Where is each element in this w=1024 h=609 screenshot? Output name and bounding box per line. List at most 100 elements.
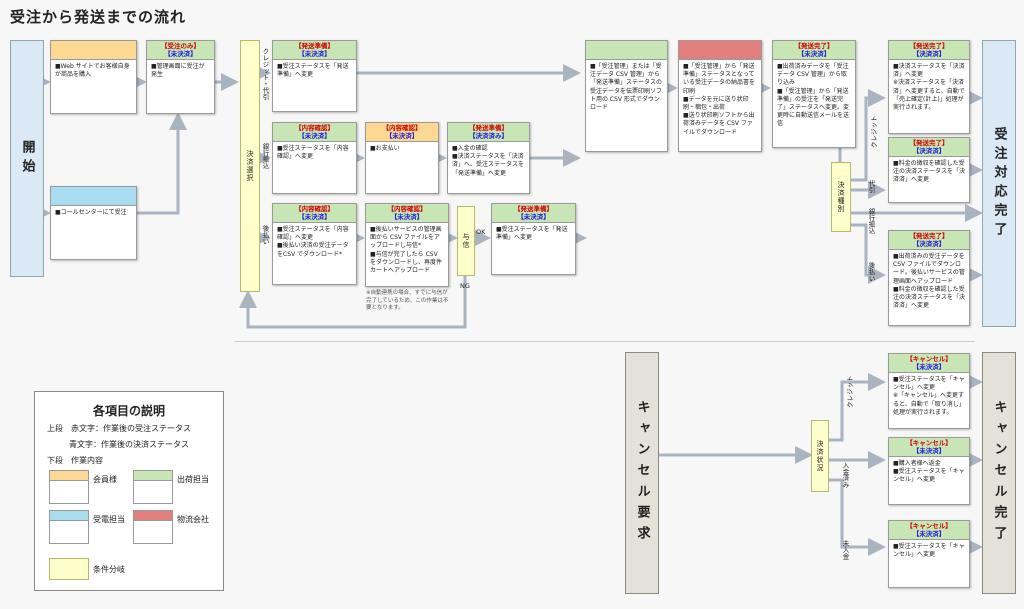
legend-logistics: 物流会社 bbox=[177, 515, 209, 524]
branch-label-credit-cod: クレジット・代引 bbox=[261, 48, 269, 100]
row3-upload-head: 【内容確認】【未決済】 bbox=[366, 204, 448, 223]
row2-confirm-body: ■受注ステータスを「内容確認」へ変更 bbox=[277, 145, 349, 161]
branch-label-postpay2: 後払い bbox=[867, 262, 875, 282]
end-credit-status: 【発送完了】 bbox=[909, 42, 949, 50]
page-title: 受注から発送までの流れ bbox=[10, 8, 187, 26]
row2-settled-head: 【発送準備】【決済済み】 bbox=[448, 123, 529, 142]
payment-type-condition: 決済種別 bbox=[831, 162, 851, 232]
end-postpay-box: 【発送完了】【決済済】 ■出荷済みの受注データを CSV ファイルでダウンロード… bbox=[888, 230, 970, 326]
legend-branch: 条件分岐 bbox=[93, 565, 125, 574]
credit-check-label: 与信 bbox=[462, 233, 470, 249]
branch-label-ok: OK bbox=[476, 228, 486, 236]
start-panel: 開始 bbox=[10, 40, 44, 277]
cancel-done-panel: キャンセル完了 bbox=[982, 352, 1016, 594]
cancel-unpaid-body: ■受注ステータスを「キャンセル」へ変更 bbox=[893, 543, 965, 559]
cancel-unpaid-status: 【キャンセル】 bbox=[906, 522, 952, 530]
manage-head bbox=[586, 41, 667, 60]
legend-swatch-shipping bbox=[133, 470, 173, 504]
row3-upload-payment: 【未決済】 bbox=[390, 213, 424, 221]
cancel-done-label: キャンセル完了 bbox=[991, 399, 1007, 547]
web-order-box: ■Web サイトでお客様自身が商品を購入 bbox=[50, 40, 137, 114]
order-only-box: 【受注のみ】【未決済】 ■管理画面に受注が発生 bbox=[146, 40, 215, 114]
cancel-credit-payment: 【未決済】 bbox=[912, 363, 946, 371]
row3-upload-status: 【内容確認】 bbox=[387, 205, 427, 213]
legend-member: 会員様 bbox=[93, 475, 117, 484]
payment-status-label: 決済状況 bbox=[816, 440, 824, 472]
branch-label-credit: クレジット bbox=[870, 115, 878, 149]
call-center-body: ■コールセンターにて受注 bbox=[55, 209, 127, 216]
end-cod-body: ■料金の徴収を確認した受注の決済ステータスを「決済済」へ変更 bbox=[893, 160, 966, 184]
logistics-box: ■「受注管理」から「発送準備」ステータスとなっている受注データの納品書を印刷 ■… bbox=[678, 40, 762, 152]
end-credit-body: ■決済ステータスを「決済済」へ変更 ※決済ステータスを「決済済」へ変更すると、自… bbox=[893, 63, 965, 112]
cancel-unpaid-box: 【キャンセル】【未決済】 ■受注ステータスを「キャンセル」へ変更 bbox=[888, 520, 970, 588]
payment-select-label: 決済選択 bbox=[246, 150, 254, 182]
end-panel: 受注対応完了 bbox=[982, 40, 1016, 327]
logistics-body: ■「受注管理」から「発送準備」ステータスとなっている受注データの納品書を印刷 ■… bbox=[683, 63, 756, 136]
row1-ship-head: 【発送準備】【未決済】 bbox=[273, 41, 356, 60]
row3-upload-body: ■後払いサービスの管理画面から CSV ファイルをアップロードし与信* ■与信が… bbox=[370, 226, 443, 275]
ship-done-payment: 【未決済】 bbox=[797, 50, 831, 58]
end-credit-box: 【発送完了】【決済済】 ■決済ステータスを「決済済」へ変更 ※決済ステータスを「… bbox=[888, 40, 970, 134]
cancel-paid-status: 【キャンセル】 bbox=[906, 439, 952, 447]
row2-confirm-status: 【内容確認】 bbox=[295, 124, 334, 132]
auto-link-note: ※自動連携の場合、すでに与信が完了しているため、この作業は不要となります。 bbox=[366, 290, 449, 311]
legend-phone: 受電担当 bbox=[93, 515, 125, 524]
cancel-label-unpaid: 未入金 bbox=[841, 540, 849, 560]
cancel-paid-box: 【キャンセル】【未決済】 ■購入者様へ返金 ■受注ステータスを「キャンセル」へ変… bbox=[888, 437, 970, 505]
legend-swatch-branch bbox=[49, 558, 89, 580]
legend-upper2: 青文字：作業後の決済ステータス bbox=[69, 440, 189, 449]
end-postpay-payment: 【決済済】 bbox=[912, 240, 946, 248]
credit-check-condition: 与信 bbox=[457, 206, 475, 276]
cancel-label-paid: 入金済み bbox=[841, 462, 849, 488]
logistics-head bbox=[679, 41, 761, 60]
ship-done-box: 【発送完了】【未決済】 ■出荷済みデータを「受注データ CSV 管理」から取り込… bbox=[772, 40, 856, 148]
ship-done-head: 【発送完了】【未決済】 bbox=[773, 41, 855, 60]
row3-upload-box: 【内容確認】【未決済】 ■後払いサービスの管理画面から CSV ファイルをアップ… bbox=[365, 203, 449, 287]
end-cod-head: 【発送完了】【決済済】 bbox=[889, 138, 969, 157]
row3-ship-box: 【発送準備】【未決済】 ■受注ステータスを「発送準備」へ変更 bbox=[491, 203, 576, 275]
end-postpay-status: 【発送完了】 bbox=[909, 232, 949, 240]
manage-body: ■「受注管理」または「受注データ CSV 管理」から「発送準備」ステータスの受注… bbox=[590, 63, 663, 112]
row2-settled-body: ■入金の確認 ■決済ステータスを「決済済」へ、受注ステータスを「発送準備」へ変更 bbox=[452, 145, 525, 177]
cancel-credit-head: 【キャンセル】【未決済】 bbox=[889, 354, 969, 373]
call-center-head bbox=[51, 187, 136, 206]
row3-confirm-status: 【内容確認】 bbox=[295, 205, 334, 213]
legend-swatch-member bbox=[49, 470, 89, 504]
order-only-status: 【受注のみ】 bbox=[161, 42, 200, 50]
cancel-credit-body: ■受注ステータスを「キャンセル」へ変更 ※「キャンセル」へ変更すると、自動で「取… bbox=[893, 376, 965, 416]
ship-done-body: ■出荷済みデータを「受注データ CSV 管理」から取り込み ■「受注管理」から「… bbox=[777, 63, 850, 128]
row2-settled-box: 【発送準備】【決済済み】 ■入金の確認 ■決済ステータスを「決済済」へ、受注ステ… bbox=[447, 122, 530, 194]
end-cod-box: 【発送完了】【決済済】 ■料金の徴収を確認した受注の決済ステータスを「決済済」へ… bbox=[888, 137, 970, 203]
legend-upper: 上段 赤文字：作業後の受注ステータス bbox=[47, 424, 191, 433]
web-order-head bbox=[51, 41, 136, 60]
branch-label-ng: NG bbox=[460, 282, 470, 290]
cancel-unpaid-payment: 【未決済】 bbox=[912, 530, 946, 538]
row1-ship-status: 【発送準備】 bbox=[295, 42, 334, 50]
web-order-body: ■Web サイトでお客様自身が商品を購入 bbox=[55, 63, 130, 79]
legend-shipping: 出荷担当 bbox=[177, 475, 209, 484]
cancel-unpaid-head: 【キャンセル】【未決済】 bbox=[889, 521, 969, 540]
section-divider bbox=[235, 341, 975, 342]
end-postpay-body: ■出荷済みの受注データを CSV ファイルでダウンロード。後払いサービスの管理画… bbox=[893, 253, 966, 310]
end-label: 受注対応完了 bbox=[991, 126, 1007, 241]
end-credit-payment: 【決済済】 bbox=[912, 50, 946, 58]
end-postpay-head: 【発送完了】【決済済】 bbox=[889, 231, 969, 250]
end-credit-head: 【発送完了】【決済済】 bbox=[889, 41, 969, 60]
cancel-request-label: キャンセル要求 bbox=[634, 399, 650, 547]
row2-confirm-payment: 【未決済】 bbox=[298, 132, 331, 140]
end-cod-payment: 【決済済】 bbox=[912, 147, 946, 155]
ship-done-status: 【発送完了】 bbox=[794, 42, 834, 50]
row1-ship-payment: 【未決済】 bbox=[298, 50, 331, 58]
cancel-credit-box: 【キャンセル】【未決済】 ■受注ステータスを「キャンセル」へ変更 ※「キャンセル… bbox=[888, 353, 970, 429]
row2-confirm-head: 【内容確認】【未決済】 bbox=[273, 123, 356, 142]
cancel-request-panel: キャンセル要求 bbox=[625, 352, 659, 594]
branch-label-postpay: 後払い bbox=[261, 225, 269, 245]
cancel-paid-body: ■購入者様へ返金 ■受注ステータスを「キャンセル」へ変更 bbox=[893, 460, 965, 484]
legend-swatch-logistics bbox=[133, 510, 173, 544]
row3-ship-status: 【発送準備】 bbox=[514, 205, 553, 213]
legend-swatch-phone bbox=[49, 510, 89, 544]
branch-label-bank2: 銀行振込 bbox=[867, 208, 875, 234]
order-only-head: 【受注のみ】【未決済】 bbox=[147, 41, 214, 60]
row1-ship-box: 【発送準備】【未決済】 ■受注ステータスを「発送準備」へ変更 bbox=[272, 40, 357, 112]
